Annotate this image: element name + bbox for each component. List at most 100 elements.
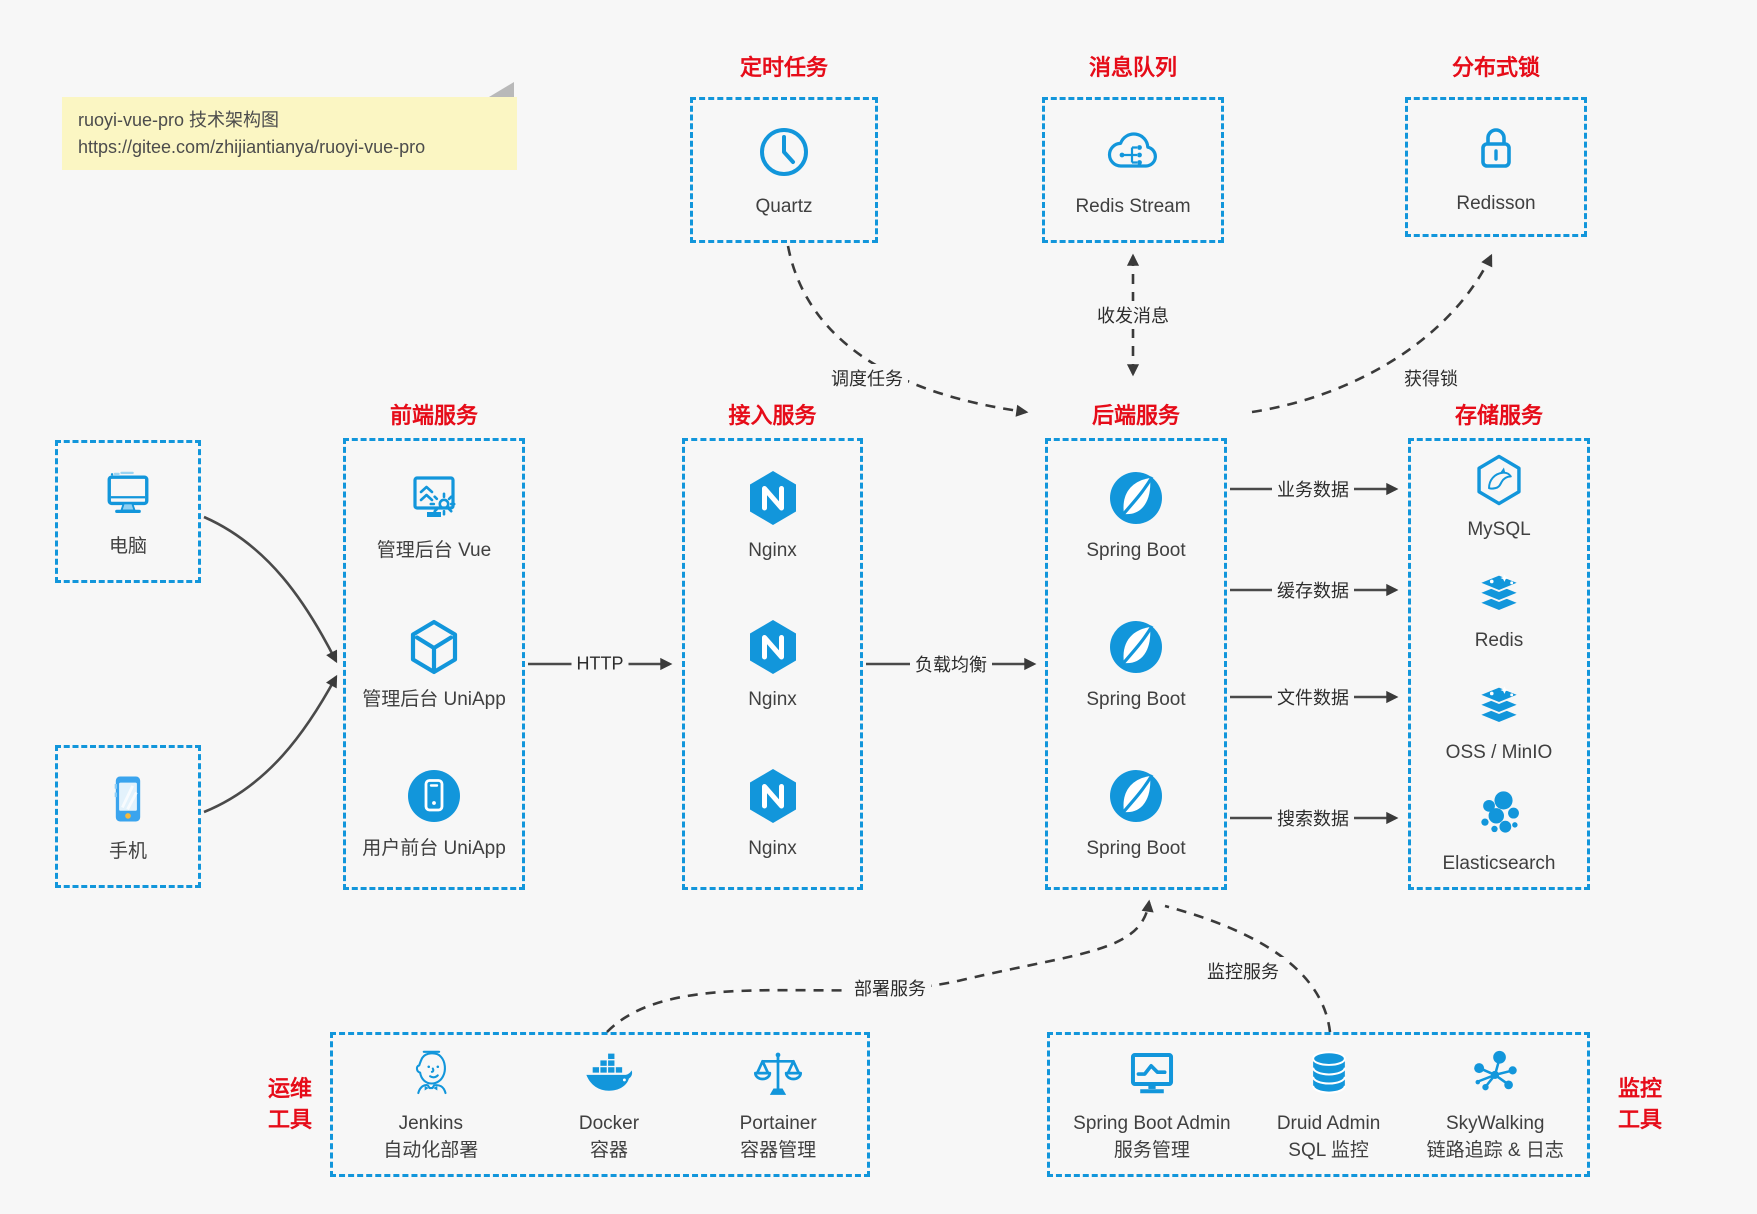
desktop-monitor-icon <box>98 464 158 524</box>
mobile-app-icon <box>402 764 466 828</box>
arrow-deploy-service <box>606 899 1154 1033</box>
service-label: Druid Admin SQL 监控 <box>1276 1113 1381 1161</box>
smartphone-icon <box>98 769 158 829</box>
service-item: Nginx <box>741 764 805 862</box>
computer-box: 电脑 <box>55 440 201 583</box>
docker-whale-icon <box>580 1045 638 1103</box>
service-label: 用户前台 UniApp <box>362 837 506 859</box>
edge-label-acquire-lock: 获得锁 <box>1399 364 1463 392</box>
spring-leaf-icon <box>1104 466 1168 530</box>
service-item: OSS / MinIO <box>1445 674 1553 766</box>
edge-label-business-data: 业务数据 <box>1272 475 1354 503</box>
service-label: Nginx <box>748 688 797 710</box>
message-queue-box: Redis Stream <box>1042 97 1224 243</box>
edge-label-send-receive-message: 收发消息 <box>1092 301 1174 329</box>
service-label: Portainer 容器管理 <box>739 1113 817 1161</box>
spring-leaf-icon <box>1104 764 1168 828</box>
cloud-share-icon <box>1101 120 1165 184</box>
jenkins-butler-icon <box>402 1045 460 1103</box>
cube-icon <box>402 615 466 679</box>
label-monitoring-tools: 监控 工具 <box>1617 1076 1662 1132</box>
admin-dashboard-icon <box>402 466 466 530</box>
arrow-computer-to-frontend <box>203 515 338 664</box>
service-item: Nginx <box>741 615 805 713</box>
service-label: Nginx <box>748 837 797 859</box>
scales-icon <box>749 1045 807 1103</box>
service-item: Docker 容器 <box>579 1045 639 1164</box>
service-label: Nginx <box>748 540 797 562</box>
service-item: Spring Boot <box>1086 615 1186 713</box>
service-label: 管理后台 Vue <box>376 540 492 562</box>
service-label: Redis <box>1474 630 1524 652</box>
edge-label-http: HTTP <box>571 652 629 676</box>
ops-tools-box: Jenkins 自动化部署 Docker 容器 Portainer 容器管理 <box>330 1032 870 1177</box>
service-item: Redis <box>1470 562 1528 654</box>
service-item: Nginx <box>741 466 805 564</box>
lock-icon <box>1464 117 1528 181</box>
service-item: Elasticsearch <box>1443 785 1556 877</box>
nginx-icon <box>741 764 805 828</box>
title-distributed-lock: 分布式锁 <box>1451 55 1540 80</box>
service-item: Spring Boot <box>1086 764 1186 862</box>
monitor-chart-icon <box>1123 1045 1181 1103</box>
redis-stack-icon <box>1470 562 1528 620</box>
redis-stack-icon <box>1470 674 1528 732</box>
service-label: Spring Boot Admin 服务管理 <box>1073 1113 1231 1161</box>
service-item: MySQL <box>1467 451 1531 543</box>
service-label: Jenkins 自动化部署 <box>383 1113 479 1161</box>
spring-leaf-icon <box>1104 615 1168 679</box>
note-fold-corner <box>489 82 514 97</box>
phone-box: 手机 <box>55 745 201 888</box>
edge-label-cache-data: 缓存数据 <box>1272 576 1354 604</box>
service-item: Spring Boot <box>1086 466 1186 564</box>
client-label: 手机 <box>108 840 147 862</box>
access-services-box: Nginx Nginx Nginx <box>682 438 863 890</box>
nginx-icon <box>741 615 805 679</box>
title-storage-services: 存储服务 <box>1454 403 1543 428</box>
service-label: 管理后台 UniApp <box>362 688 506 710</box>
title-backend-services: 后端服务 <box>1091 403 1180 428</box>
service-item: 管理后台 UniApp <box>362 615 506 713</box>
distributed-lock-box: Redisson <box>1405 97 1587 237</box>
edge-label-deploy-service: 部署服务 <box>849 974 931 1002</box>
backend-services-box: Spring Boot Spring Boot Spring Boot <box>1045 438 1227 890</box>
service-label: Spring Boot <box>1086 688 1186 710</box>
arrow-phone-to-frontend <box>203 674 338 814</box>
label-ops-tools: 运维 工具 <box>267 1076 312 1132</box>
service-label: SkyWalking 链路追踪 & 日志 <box>1426 1113 1564 1161</box>
network-nodes-icon <box>1466 1045 1524 1103</box>
title-access-services: 接入服务 <box>728 403 817 428</box>
elasticsearch-cluster-icon <box>1470 785 1528 843</box>
service-label: Elasticsearch <box>1442 853 1556 875</box>
title-message-queue: 消息队列 <box>1088 55 1177 80</box>
edge-label-load-balance: 负载均衡 <box>910 650 992 678</box>
service-label: Spring Boot <box>1086 837 1186 859</box>
service-label: OSS / MinIO <box>1445 741 1553 763</box>
service-item: Spring Boot Admin 服务管理 <box>1073 1045 1231 1164</box>
service-label: Quartz <box>755 196 813 217</box>
service-item: 管理后台 Vue <box>377 466 491 564</box>
service-item: Jenkins 自动化部署 <box>383 1045 478 1164</box>
edge-label-monitor-service: 监控服务 <box>1202 957 1284 985</box>
clock-icon <box>752 120 816 184</box>
service-label: Redisson <box>1456 193 1536 214</box>
edge-label-file-data: 文件数据 <box>1272 683 1354 711</box>
service-label: Redis Stream <box>1075 196 1191 217</box>
service-label: Docker 容器 <box>578 1113 640 1161</box>
service-item: 用户前台 UniApp <box>362 764 506 862</box>
title-scheduled-task: 定时任务 <box>739 55 828 80</box>
mysql-dolphin-icon <box>1470 451 1528 509</box>
title-frontend-services: 前端服务 <box>389 403 478 428</box>
service-label: MySQL <box>1467 518 1531 540</box>
client-label: 电脑 <box>108 535 147 557</box>
service-item: Druid Admin SQL 监控 <box>1276 1045 1381 1164</box>
edge-label-search-data: 搜索数据 <box>1272 804 1354 832</box>
nginx-icon <box>741 466 805 530</box>
monitoring-tools-box: Spring Boot Admin 服务管理 Druid Admin SQL 监… <box>1047 1032 1590 1177</box>
service-label: Spring Boot <box>1086 540 1186 562</box>
sticky-note: ruoyi-vue-pro 技术架构图 https://gitee.com/zh… <box>62 82 517 170</box>
note-url: https://gitee.com/zhijiantianya/ruoyi-vu… <box>78 137 426 157</box>
scheduled-task-box: Quartz <box>690 97 878 243</box>
edge-label-schedule-task: 调度任务 <box>826 364 908 392</box>
